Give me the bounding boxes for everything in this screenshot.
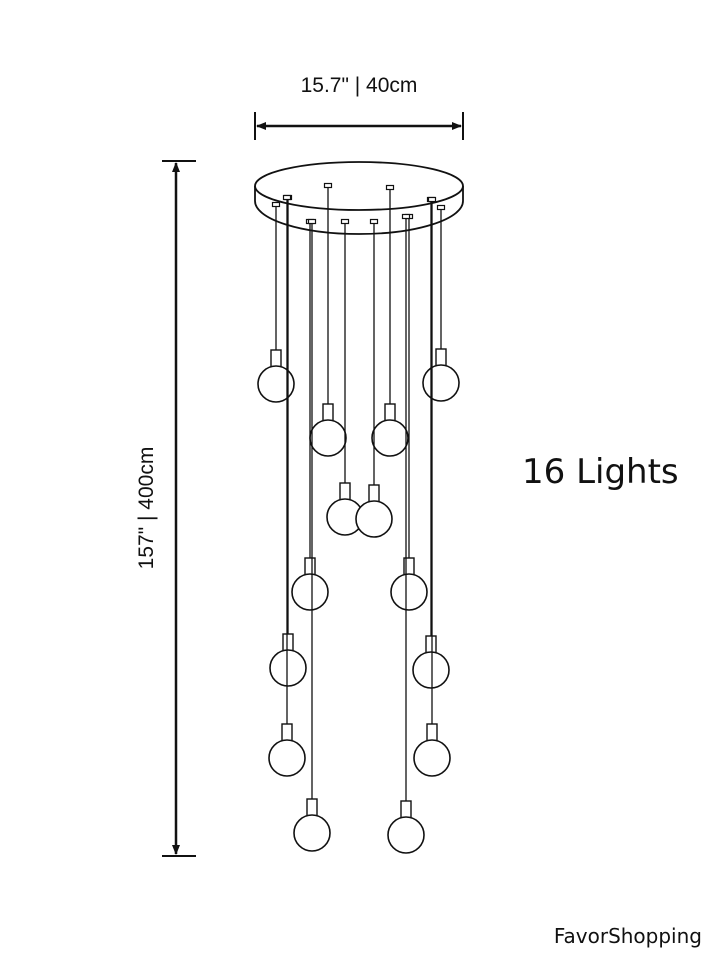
socket [384,403,396,422]
socket [368,484,380,503]
cable-mount [401,213,411,220]
pendant-light [371,184,409,457]
brand-watermark: FavorShopping [553,924,702,948]
globe-bulb [293,814,331,852]
cable-mount [369,218,379,225]
globe-bulb [371,419,409,457]
pendant-light [309,182,347,457]
cable-mount [271,201,281,208]
globe-bulb [412,651,450,689]
pendant-lights [257,182,460,854]
globe-bulb [422,364,460,402]
cable-mount [427,196,437,203]
globe-bulb [390,573,428,611]
width-dimension: 15.7" | 40cm [254,74,464,140]
socket [270,349,282,368]
pendant-light [257,201,295,403]
socket [425,635,437,654]
socket [282,633,294,652]
globe-bulb [269,649,307,687]
socket [435,348,447,367]
globe-bulb [268,739,306,777]
socket [339,482,351,501]
cable-mount [436,204,446,211]
socket [426,723,438,742]
pendant-light [412,196,450,689]
socket [281,723,293,742]
cable-mount [307,218,317,225]
pendant-light [422,204,460,402]
ceiling-canopy [254,161,464,235]
globe-bulb [355,500,393,538]
width-label: 15.7" | 40cm [301,74,418,97]
globe-bulb [291,573,329,611]
cable-mount [282,194,292,201]
cable-mount [340,218,350,225]
pendant-light [355,218,393,538]
socket [322,403,334,422]
pendant-light [268,194,306,777]
pendant-light [387,213,425,854]
height-dimension: 157" | 400cm [135,160,196,857]
socket [304,557,316,576]
pendant-light [326,218,364,536]
globe-bulb [309,419,347,457]
cable-mount [385,184,395,191]
pendant-light [269,194,307,687]
pendant-light [413,196,451,777]
globe-bulb [387,816,425,854]
socket [306,798,318,817]
cable-mount [323,182,333,189]
lights-count-label: 16 Lights [522,452,679,492]
pendant-light [293,218,331,852]
pendant-light [390,213,428,611]
globe-bulb [413,739,451,777]
height-label: 157" | 400cm [135,447,158,570]
socket [400,800,412,819]
globe-bulb [257,365,295,403]
